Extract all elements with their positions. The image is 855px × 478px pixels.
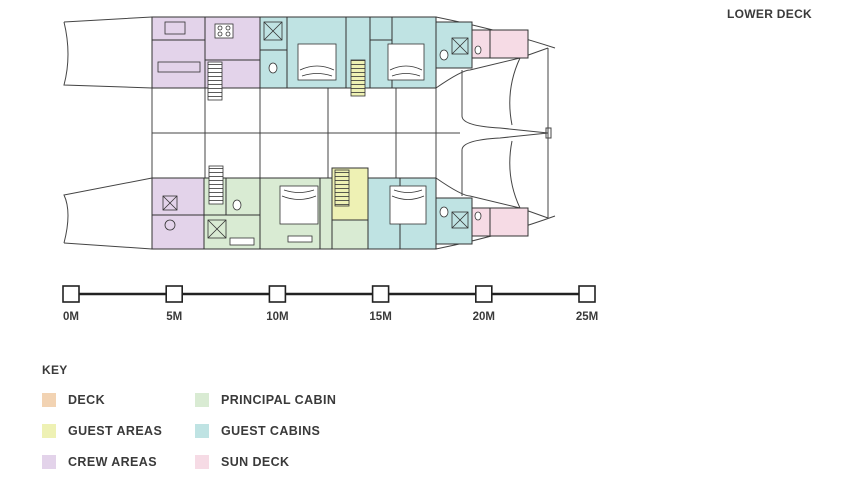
toilet-icon <box>439 49 449 61</box>
scale-tick <box>474 285 493 303</box>
crew-cabin-bottom <box>151 177 205 250</box>
guest-ensuite-bottom <box>435 197 473 245</box>
key-label-sun-deck: SUN DECK <box>221 455 290 469</box>
sun-deck-bottom <box>471 207 529 237</box>
key-swatch-guest-cabins <box>195 424 209 438</box>
bed-icon <box>297 43 337 81</box>
stairs-icon <box>334 169 350 207</box>
toilet-icon <box>474 211 482 221</box>
stove-icon <box>214 23 234 39</box>
key-label-crew-areas: CREW AREAS <box>68 455 157 469</box>
stairs-icon <box>208 165 224 205</box>
toilet-icon <box>474 45 482 55</box>
key-label-deck: DECK <box>68 393 106 407</box>
bed-icon <box>279 185 319 225</box>
scale-tick <box>268 285 287 303</box>
crew-galley <box>151 16 261 89</box>
sun-deck-top <box>471 29 529 59</box>
scale-label: 5M <box>166 311 183 323</box>
scale-label: 15M <box>369 311 392 323</box>
shower-icon <box>263 21 283 41</box>
key-swatch-guest-areas <box>42 424 56 438</box>
scale-label: 20M <box>472 311 495 323</box>
scale-tick <box>62 285 80 303</box>
scale-tick <box>578 285 596 303</box>
key-label-principal-cabin: PRINCIPAL CABIN <box>221 393 337 407</box>
shower-icon <box>451 211 469 229</box>
scale-tick <box>165 285 183 303</box>
scale-bar <box>62 285 596 303</box>
key-label-guest-areas: GUEST AREAS <box>68 424 163 438</box>
stairs-icon <box>207 61 223 101</box>
stairs-icon <box>350 59 366 97</box>
key-swatch-principal-cabin <box>195 393 209 407</box>
key-label-guest-cabins: GUEST CABINS <box>221 424 321 438</box>
bed-icon <box>389 185 427 225</box>
toilet-icon <box>232 199 242 211</box>
key-swatch-deck <box>42 393 56 407</box>
scale-tick <box>371 285 390 303</box>
guest-ensuite-top <box>435 21 473 69</box>
principal-study <box>331 219 369 250</box>
toilet-icon <box>268 62 278 74</box>
scale-label: 10M <box>266 311 289 323</box>
vanity-icon <box>229 237 255 246</box>
shower-icon <box>451 37 469 55</box>
scale-label: 25M <box>575 311 599 323</box>
bed-icon <box>387 43 425 81</box>
sofa-icon <box>287 235 313 243</box>
washing-machine-icon <box>162 195 178 231</box>
key-title: KEY <box>42 363 68 377</box>
key-swatch-crew-areas <box>42 455 56 469</box>
hull-outline <box>63 16 556 250</box>
deck-title: LOWER DECK <box>727 7 812 21</box>
shower-icon <box>207 219 227 239</box>
toilet-icon <box>439 206 449 218</box>
galley-counter <box>157 21 201 73</box>
scale-label: 0M <box>63 311 79 323</box>
key-swatch-sun-deck <box>195 455 209 469</box>
